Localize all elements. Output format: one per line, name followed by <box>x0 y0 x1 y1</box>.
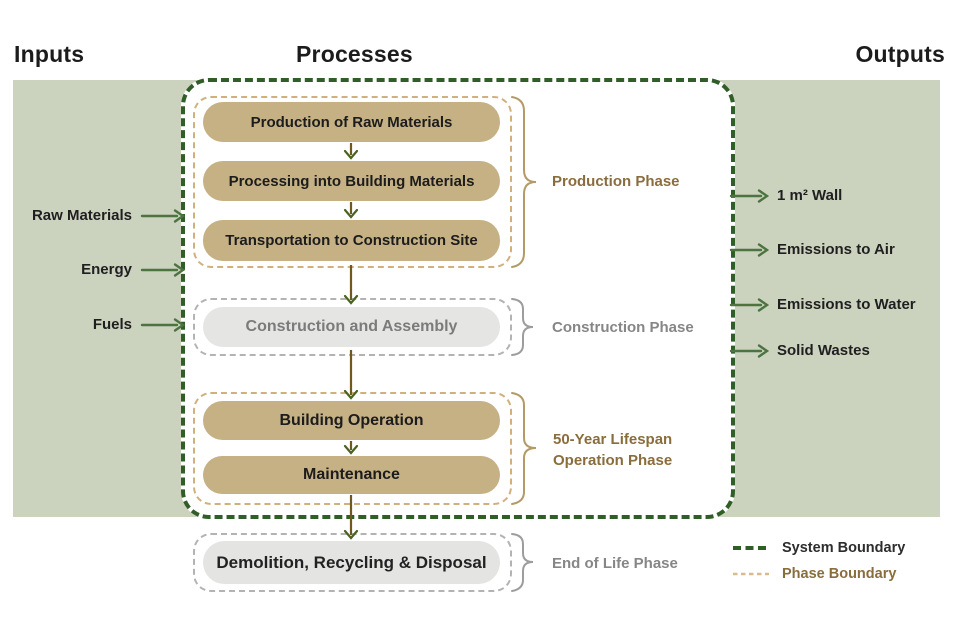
process-step-building-operation: Building Operation <box>203 401 500 440</box>
production-phase-label: Production Phase <box>552 173 680 190</box>
end-of-life-phase-label: End of Life Phase <box>552 555 678 572</box>
process-step-transportation: Transportation to Construction Site <box>203 220 500 261</box>
process-step-processing-building-materials: Processing into Building Materials <box>203 161 500 201</box>
legend-system-boundary: System Boundary <box>732 539 905 557</box>
construction-phase-label: Construction Phase <box>552 319 694 336</box>
input-label-fuels: Fuels <box>92 316 132 333</box>
end-of-life-phase-brace <box>511 533 534 592</box>
legend-phase-boundary-label: Phase Boundary <box>782 566 897 582</box>
outputs-heading: Outputs <box>855 41 945 67</box>
process-step-production-raw-materials: Production of Raw Materials <box>203 102 500 142</box>
phase-boundary-dash-icon <box>733 572 769 576</box>
process-step-demolition-recycling-disposal: Demolition, Recycling & Disposal <box>203 541 500 584</box>
process-step-construction-assembly: Construction and Assembly <box>203 307 500 347</box>
process-step-maintenance: Maintenance <box>203 456 500 494</box>
operation-phase-label-line1: 50-Year Lifespan <box>553 431 673 448</box>
operation-phase-label: 50-Year Lifespan Operation Phase <box>553 429 672 471</box>
output-label-emissions-air: Emissions to Air <box>777 241 895 258</box>
input-label-raw-materials: Raw Materials <box>31 207 132 224</box>
legend-phase-boundary: Phase Boundary <box>732 565 896 583</box>
processes-heading: Processes <box>296 41 413 67</box>
system-boundary-dash-icon <box>733 546 769 550</box>
operation-phase-label-line2: Operation Phase <box>553 452 673 469</box>
output-label-wall: 1 m² Wall <box>777 187 843 204</box>
inputs-heading: Inputs <box>14 41 85 67</box>
output-label-solid-wastes: Solid Wastes <box>777 342 870 359</box>
legend-system-boundary-label: System Boundary <box>782 540 906 556</box>
input-label-energy: Energy <box>81 261 132 278</box>
output-label-emissions-water: Emissions to Water <box>777 296 916 313</box>
